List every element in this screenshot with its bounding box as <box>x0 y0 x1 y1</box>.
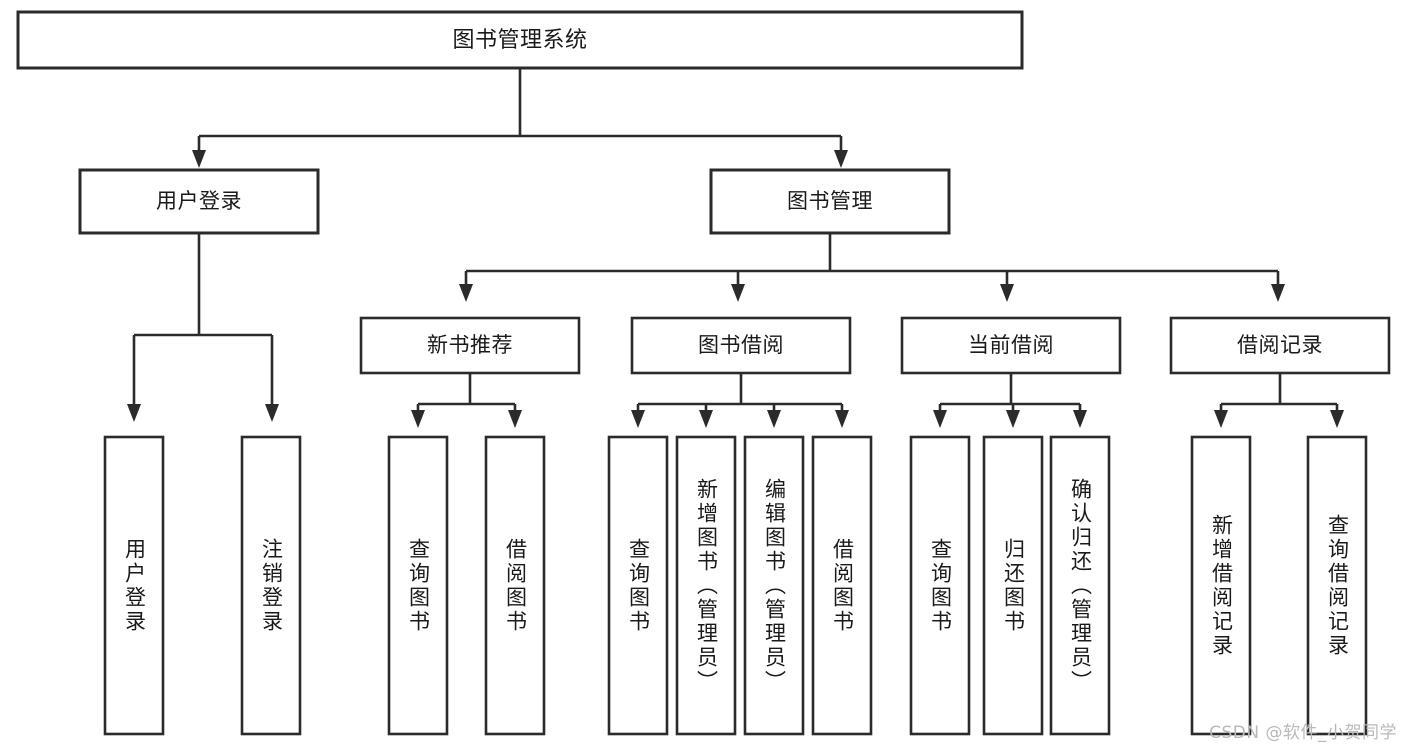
node-new-book-rec-box[interactable] <box>359 316 581 375</box>
leaf-add-book-box[interactable] <box>675 435 737 736</box>
leaf-edit-book-box[interactable] <box>743 435 805 736</box>
connector-newbookrec-to-leaves <box>411 373 522 428</box>
leaf-user-login-box[interactable] <box>103 435 165 736</box>
node-book-borrow-box[interactable] <box>630 316 852 375</box>
leaf-return-book-box[interactable] <box>982 435 1044 736</box>
node-new-book-rec-label: 新书推荐 <box>427 333 513 357</box>
connector-currentborrow-to-leaves <box>933 373 1087 428</box>
node-user-login-label: 用户登录 <box>156 189 242 213</box>
leaf-add-record-box[interactable] <box>1190 435 1252 736</box>
connector-root-to-level2 <box>192 68 848 168</box>
leaf-logout-box[interactable] <box>240 435 302 736</box>
node-user-login-box[interactable] <box>78 168 320 235</box>
leaf-query-books-brw-box[interactable] <box>607 435 669 736</box>
node-book-manage-box[interactable] <box>709 168 951 235</box>
leaf-box-group <box>103 435 1368 736</box>
node-book-manage-label: 图书管理 <box>787 189 873 213</box>
node-current-borrow-label: 当前借阅 <box>968 333 1054 357</box>
leaf-confirm-return-box[interactable] <box>1049 435 1111 736</box>
node-current-borrow-box[interactable] <box>900 316 1122 375</box>
node-borrow-record-label: 借阅记录 <box>1237 333 1323 357</box>
node-root-label: 图书管理系统 <box>452 28 587 53</box>
connector-userlogin-to-leaves <box>127 233 279 422</box>
node-book-borrow-label: 图书借阅 <box>698 333 784 357</box>
leaf-borrow-books-rec-box[interactable] <box>484 435 546 736</box>
node-borrow-record-box[interactable] <box>1169 316 1391 375</box>
leaf-query-books-cur-box[interactable] <box>909 435 971 736</box>
leaf-query-books-rec-box[interactable] <box>387 435 449 736</box>
connector-borrowrecord-to-leaves <box>1214 373 1344 428</box>
connector-bookmanage-to-level3 <box>459 233 1285 302</box>
connector-bookborrow-to-leaves <box>631 373 849 428</box>
leaf-borrow-book-box[interactable] <box>811 435 873 736</box>
node-root-box[interactable] <box>16 10 1024 70</box>
leaf-query-record-box[interactable] <box>1306 435 1368 736</box>
watermark-text: CSDN @软件_小贺同学 <box>1209 723 1397 743</box>
